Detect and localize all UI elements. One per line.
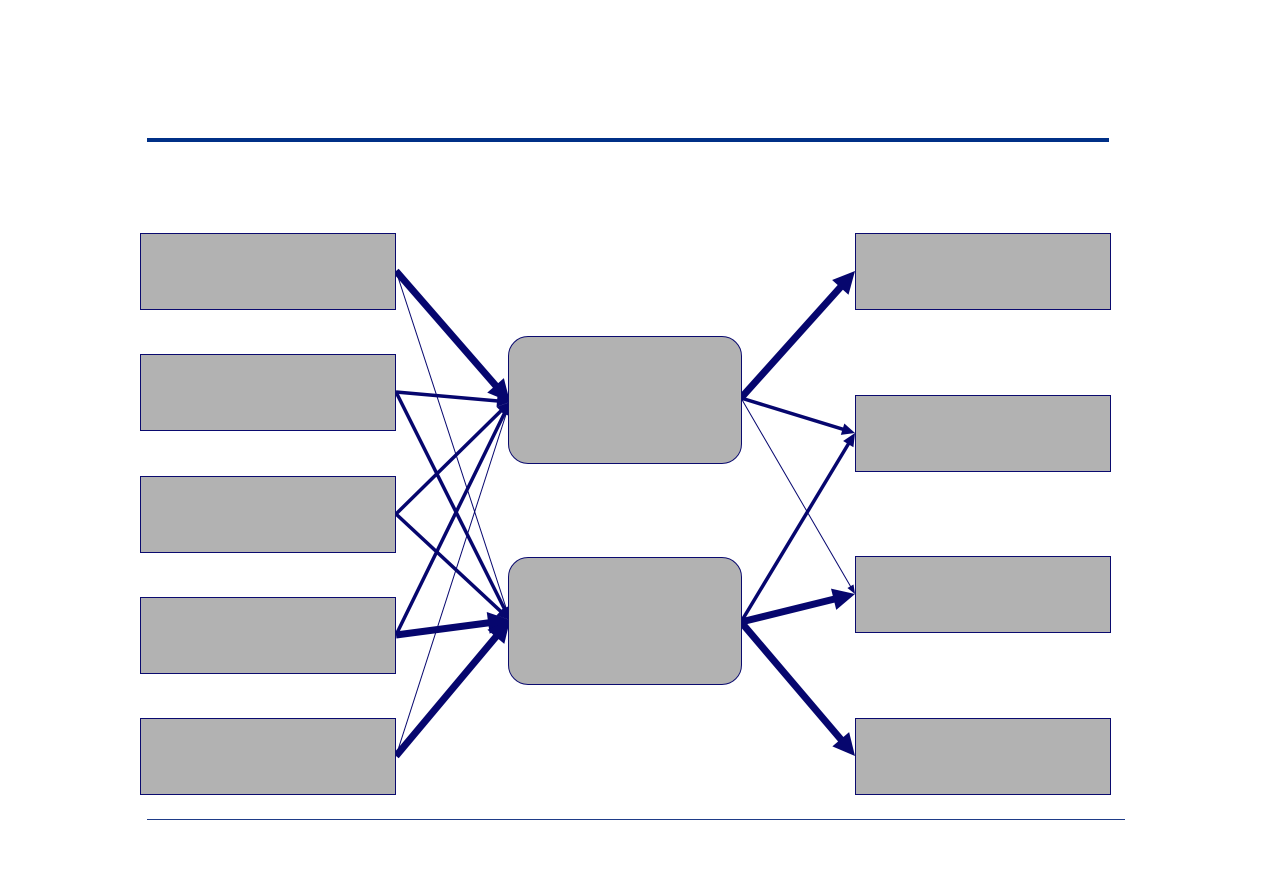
flow-arrow-h1-to-d2 xyxy=(740,396,855,435)
hub-box-1-label xyxy=(509,337,741,365)
source-box-3-label xyxy=(141,477,395,505)
destination-box-2 xyxy=(855,395,1111,472)
flow-arrow-shaft xyxy=(394,412,507,636)
destination-box-2-label xyxy=(856,396,1110,424)
flow-arrow-h1-to-d3 xyxy=(740,397,855,594)
flow-arrow-head xyxy=(840,423,855,435)
flow-arrow-h2-to-d4 xyxy=(738,619,855,756)
source-box-2-label xyxy=(141,355,395,383)
flow-arrow-s2-to-h1 xyxy=(395,390,510,407)
flow-arrow-head xyxy=(496,606,510,620)
source-box-5 xyxy=(140,718,396,795)
hub-box-2-label xyxy=(509,558,741,586)
destination-box-1-label xyxy=(856,234,1110,262)
flow-arrow-shaft xyxy=(395,409,509,757)
hub-box-1 xyxy=(508,336,742,464)
flow-arrow-shaft xyxy=(393,268,499,389)
destination-box-4-label xyxy=(856,719,1110,747)
flow-arrow-head xyxy=(487,378,510,402)
flow-arrow-s5-to-h2 xyxy=(393,620,510,759)
flow-arrow-shaft xyxy=(739,442,851,623)
flow-arrow-shaft xyxy=(394,409,503,516)
flow-arrow-shaft xyxy=(740,595,836,626)
flow-arrow-s2-to-h2 xyxy=(394,391,510,620)
flow-arrow-head xyxy=(831,588,855,610)
flow-arrow-s1-to-h1 xyxy=(393,268,510,402)
source-box-4 xyxy=(140,597,396,674)
source-box-2 xyxy=(140,354,396,431)
flow-arrow-shaft xyxy=(394,512,503,614)
flow-arrow-shaft xyxy=(395,390,499,403)
destination-box-3-label xyxy=(856,557,1110,585)
flow-arrow-shaft xyxy=(738,619,845,743)
flow-arrow-shaft xyxy=(740,397,852,588)
flow-arrow-shaft xyxy=(738,284,844,401)
source-box-1 xyxy=(140,233,396,310)
flow-arrow-head xyxy=(487,620,510,644)
source-box-4-label xyxy=(141,598,395,626)
flow-arrow-head xyxy=(832,271,855,295)
flow-arrow-shaft xyxy=(740,396,845,432)
title-rule xyxy=(147,138,1109,142)
flow-arrow-head xyxy=(832,732,855,756)
flow-arrow-s3-to-h2 xyxy=(394,512,510,620)
flow-arrow-shaft xyxy=(395,270,508,613)
footer-rule xyxy=(147,819,1125,820)
source-box-3 xyxy=(140,476,396,553)
hub-box-2 xyxy=(508,557,742,685)
flow-arrow-shaft xyxy=(395,619,490,639)
flow-arrow-s4-to-h1 xyxy=(394,402,510,636)
destination-box-3 xyxy=(855,556,1111,633)
flow-arrow-h1-to-d1 xyxy=(738,271,855,401)
flow-arrow-head xyxy=(496,394,510,407)
destination-box-4 xyxy=(855,718,1111,795)
flow-arrow-head xyxy=(843,433,855,448)
flow-arrow-shaft xyxy=(393,633,500,759)
flow-arrow-h2-to-d3 xyxy=(740,588,855,626)
flow-arrow-shaft xyxy=(394,391,507,611)
flow-arrow-s5-to-h1 xyxy=(395,402,511,757)
destination-box-1 xyxy=(855,233,1111,310)
flow-arrow-s3-to-h1 xyxy=(394,402,510,516)
flow-arrow-h2-to-d2 xyxy=(739,433,855,623)
source-box-1-label xyxy=(141,234,395,262)
flow-arrow-head xyxy=(847,584,855,594)
source-box-5-label xyxy=(141,719,395,747)
